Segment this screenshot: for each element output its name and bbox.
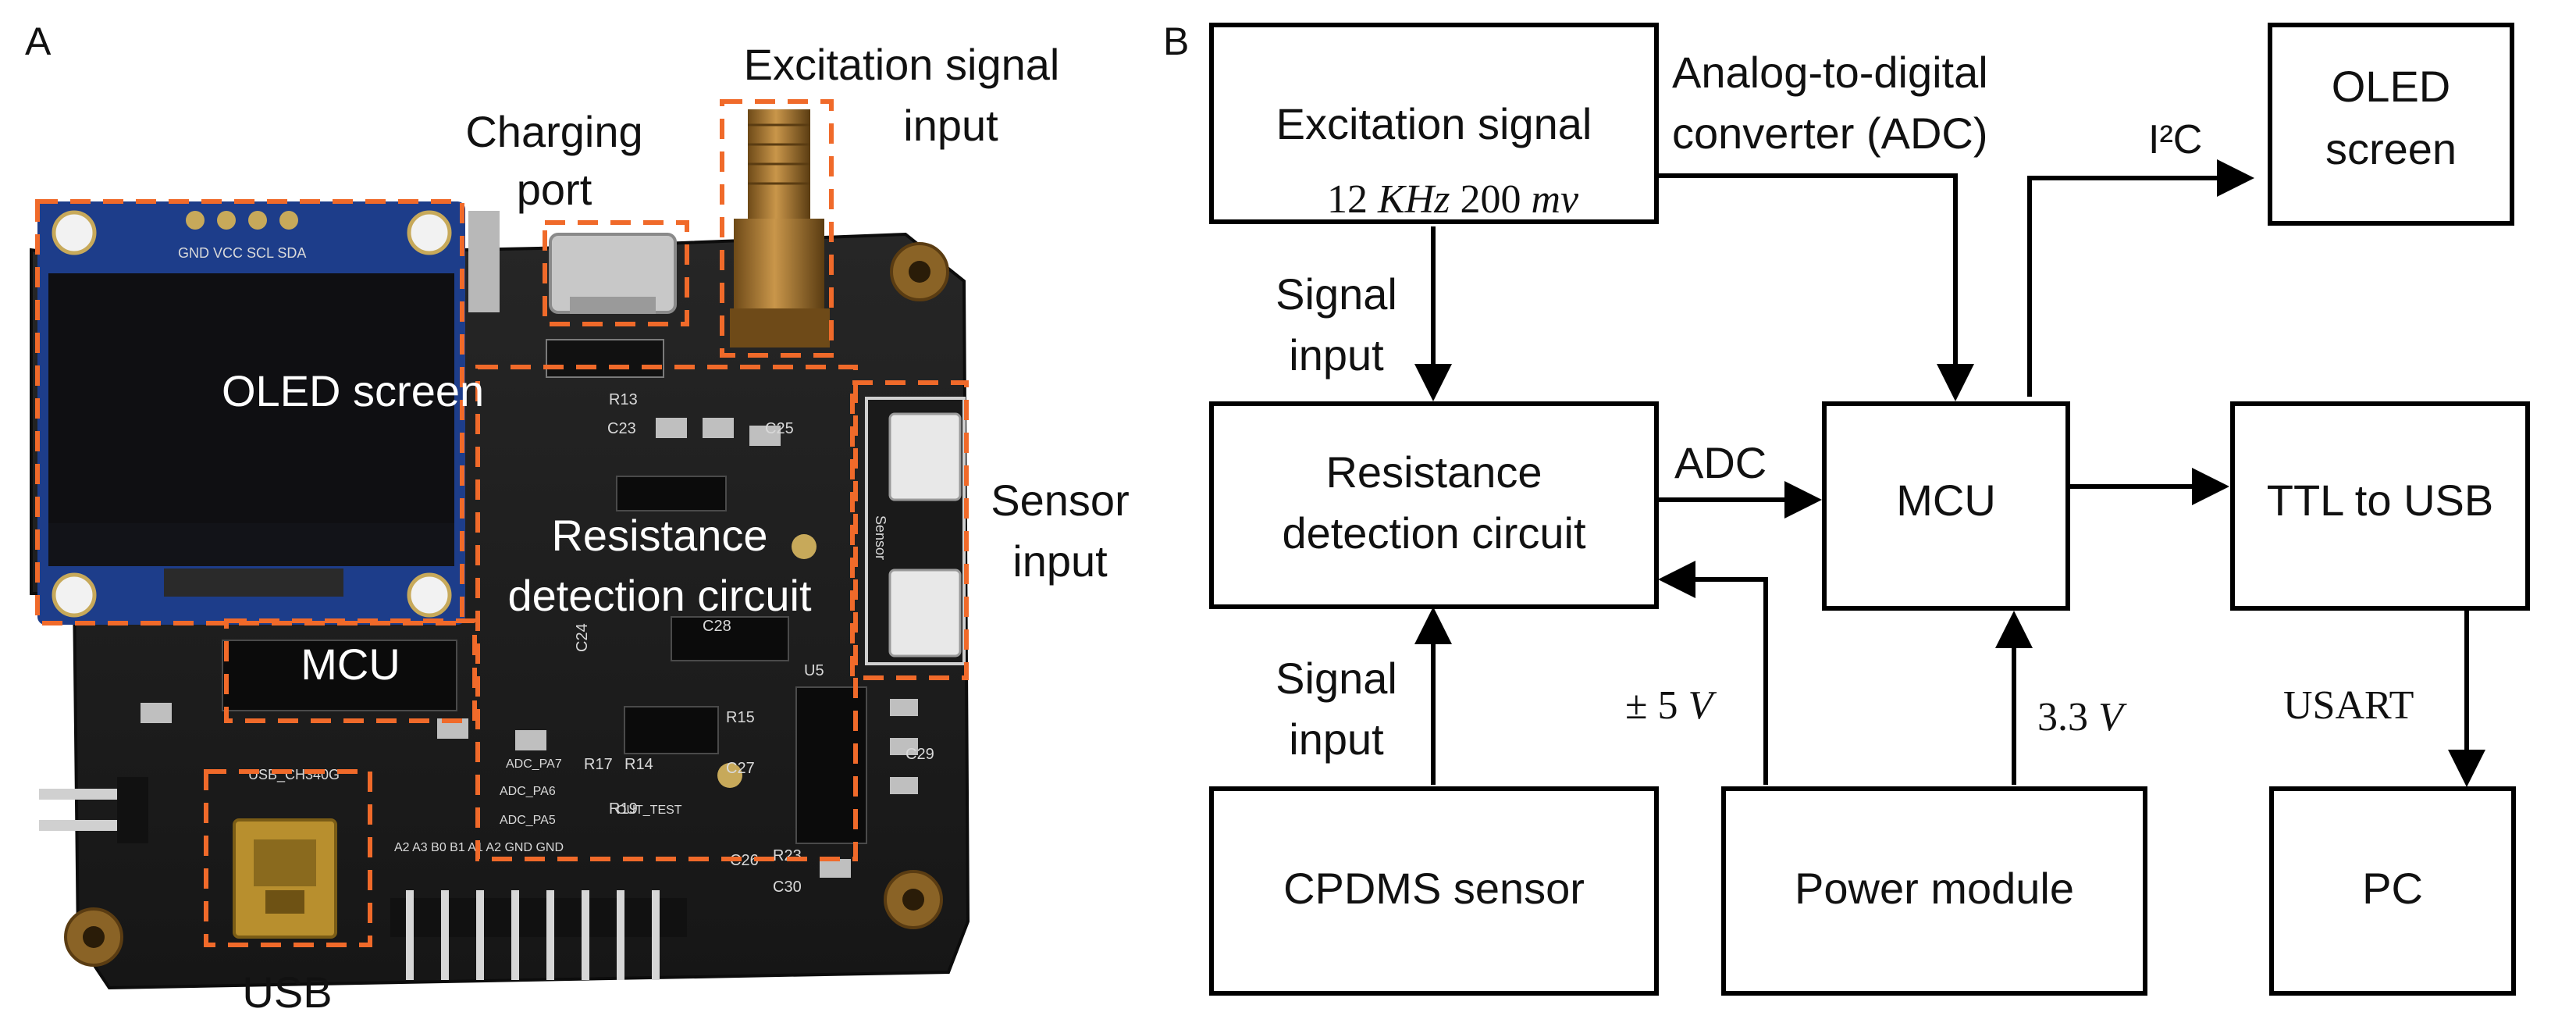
signal-input-top-line2: input: [1289, 330, 1384, 380]
svg-text:C30: C30: [773, 879, 802, 896]
oled-screen-label: OLED screen: [222, 366, 484, 415]
svg-text:Excitation signal: Excitation signal: [1276, 99, 1592, 148]
panel-b-label: B: [1163, 20, 1189, 63]
svg-text:R15: R15: [726, 709, 755, 726]
sensor-label-line1: Sensor: [991, 476, 1129, 525]
oled-pin-silkscreen: GND VCC SCL SDA: [178, 245, 306, 261]
panel-a: A: [25, 20, 1130, 1017]
oled-module-photo: GND VCC SCL SDA: [37, 201, 465, 625]
svg-text:C25: C25: [765, 420, 794, 437]
oled-display-glass: [48, 273, 454, 523]
excitation-callout-frame: [720, 99, 834, 358]
sensor-connector-bottom: [888, 568, 962, 658]
svg-text:R17: R17: [584, 756, 613, 773]
svg-text:ADC_PA5: ADC_PA5: [500, 814, 556, 827]
usb-callout-frame: [204, 769, 372, 947]
excitation-spec-label: 12 KHz 200 mv: [1327, 177, 1579, 222]
excitation-label-line2: input: [903, 101, 998, 150]
sensor-connector-top: [888, 412, 962, 501]
svg-text:Sensor: Sensor: [873, 515, 888, 560]
svg-text:C29: C29: [906, 746, 934, 763]
svg-text:R23: R23: [773, 847, 802, 864]
sensor-label-line2: input: [1012, 536, 1108, 586]
svg-text:TTL to USB: TTL to USB: [2267, 476, 2493, 525]
block-excitation-signal: Excitation signal: [1209, 23, 1659, 224]
svg-text:R13: R13: [609, 391, 638, 408]
svg-text:Power module: Power module: [1795, 864, 2074, 913]
usb-connector-photo: [233, 818, 337, 939]
side-pin-header: [39, 777, 148, 843]
resistance-callout-frame: [475, 365, 858, 861]
mcu-label: MCU: [301, 640, 400, 689]
opamp-chip: [671, 616, 789, 661]
svg-text:C24: C24: [574, 623, 591, 652]
svg-text:detection circuit: detection circuit: [1282, 508, 1586, 558]
panel-b: B Excitation signal Resistance detection…: [1163, 20, 2530, 996]
oled-header-pins: [186, 211, 298, 230]
adc-converter-label-line1: Analog-to-digital: [1672, 48, 1988, 97]
sma-connector-photo: [730, 109, 830, 347]
charging-callout-frame: [543, 220, 689, 326]
mcu-callout-frame: [224, 618, 477, 723]
block-mcu: MCU: [1822, 401, 2070, 611]
excitation-label-line1: Excitation signal: [744, 40, 1060, 89]
svg-text:C28: C28: [703, 618, 731, 635]
signal-input-bottom-line2: input: [1289, 715, 1384, 764]
block-resistance-detection: Resistance detection circuit: [1209, 401, 1659, 609]
connection-labels: 12 KHz 200 mv Analog-to-digital converte…: [1276, 48, 2414, 764]
oled-ribbon: [164, 568, 343, 597]
usart-label: USART: [2283, 683, 2414, 728]
svg-text:U5: U5: [804, 662, 824, 679]
block-oled-screen: OLED screen: [2268, 23, 2514, 226]
svg-text:C26: C26: [730, 852, 759, 869]
block-ttl-to-usb: TTL to USB: [2230, 401, 2530, 611]
block-pc: PC: [2269, 786, 2516, 996]
svg-text:USB_CH340G: USB_CH340G: [248, 767, 340, 783]
signal-input-bottom-line1: Signal: [1276, 654, 1397, 703]
charging-label-line2: port: [517, 165, 592, 214]
svg-text:C23: C23: [607, 420, 636, 437]
pcb-board-photo: GND VCC SCL SDA: [30, 109, 970, 990]
bottom-pin-header: [390, 890, 687, 980]
connectors: [1414, 159, 2485, 787]
svg-text:MCU: MCU: [1896, 476, 1996, 525]
v33-label: 3.3 V: [2037, 695, 2127, 740]
adc-converter-label-line2: converter (ADC): [1672, 109, 1988, 158]
usb-label: USB: [242, 968, 332, 1017]
svg-text:PC: PC: [2362, 864, 2423, 913]
svg-text:R19: R19: [609, 800, 638, 818]
svg-text:OLED: OLED: [2332, 62, 2451, 111]
panel-a-label: A: [25, 20, 52, 63]
adc-label: ADC: [1674, 438, 1767, 487]
i2c-label: I²C: [2148, 117, 2202, 162]
callout-labels: OLED screen Resistance detection circuit…: [222, 40, 1130, 1017]
svg-text:C27: C27: [726, 760, 755, 777]
mounting-standoffs: [64, 242, 949, 967]
svg-text:R14: R14: [624, 756, 653, 773]
charging-label-line1: Charging: [465, 107, 642, 156]
sensor-connectors-photo: Sensor: [865, 397, 966, 665]
sensor-callout-frame: [850, 380, 969, 680]
arrow-power-to-resistance: [1658, 561, 1768, 785]
svg-text:ADC_PA6: ADC_PA6: [500, 785, 556, 798]
oled-callout-frame: [35, 199, 464, 625]
arrow-excitation-to-mcu: [1656, 173, 1974, 401]
callout-frames: [35, 99, 969, 947]
svg-text:CPDMS sensor: CPDMS sensor: [1283, 864, 1585, 913]
block-cpdms-sensor: CPDMS sensor: [1209, 786, 1659, 996]
svg-text:Resistance: Resistance: [1325, 447, 1542, 497]
block-power-module: Power module: [1721, 786, 2147, 996]
resistance-label-line2: detection circuit: [507, 571, 812, 620]
resistance-label-line1: Resistance: [551, 511, 767, 560]
arrow-mcu-to-oled: [2027, 159, 2254, 397]
svg-text:ADC_PA7: ADC_PA7: [506, 757, 562, 771]
signal-input-top-line1: Signal: [1276, 269, 1397, 319]
svg-text:screen: screen: [2325, 124, 2457, 173]
pm5v-label: ± 5 V: [1625, 683, 1717, 728]
svg-text:OUT_TEST: OUT_TEST: [617, 804, 682, 817]
mcu-chip-photo: [222, 640, 457, 711]
